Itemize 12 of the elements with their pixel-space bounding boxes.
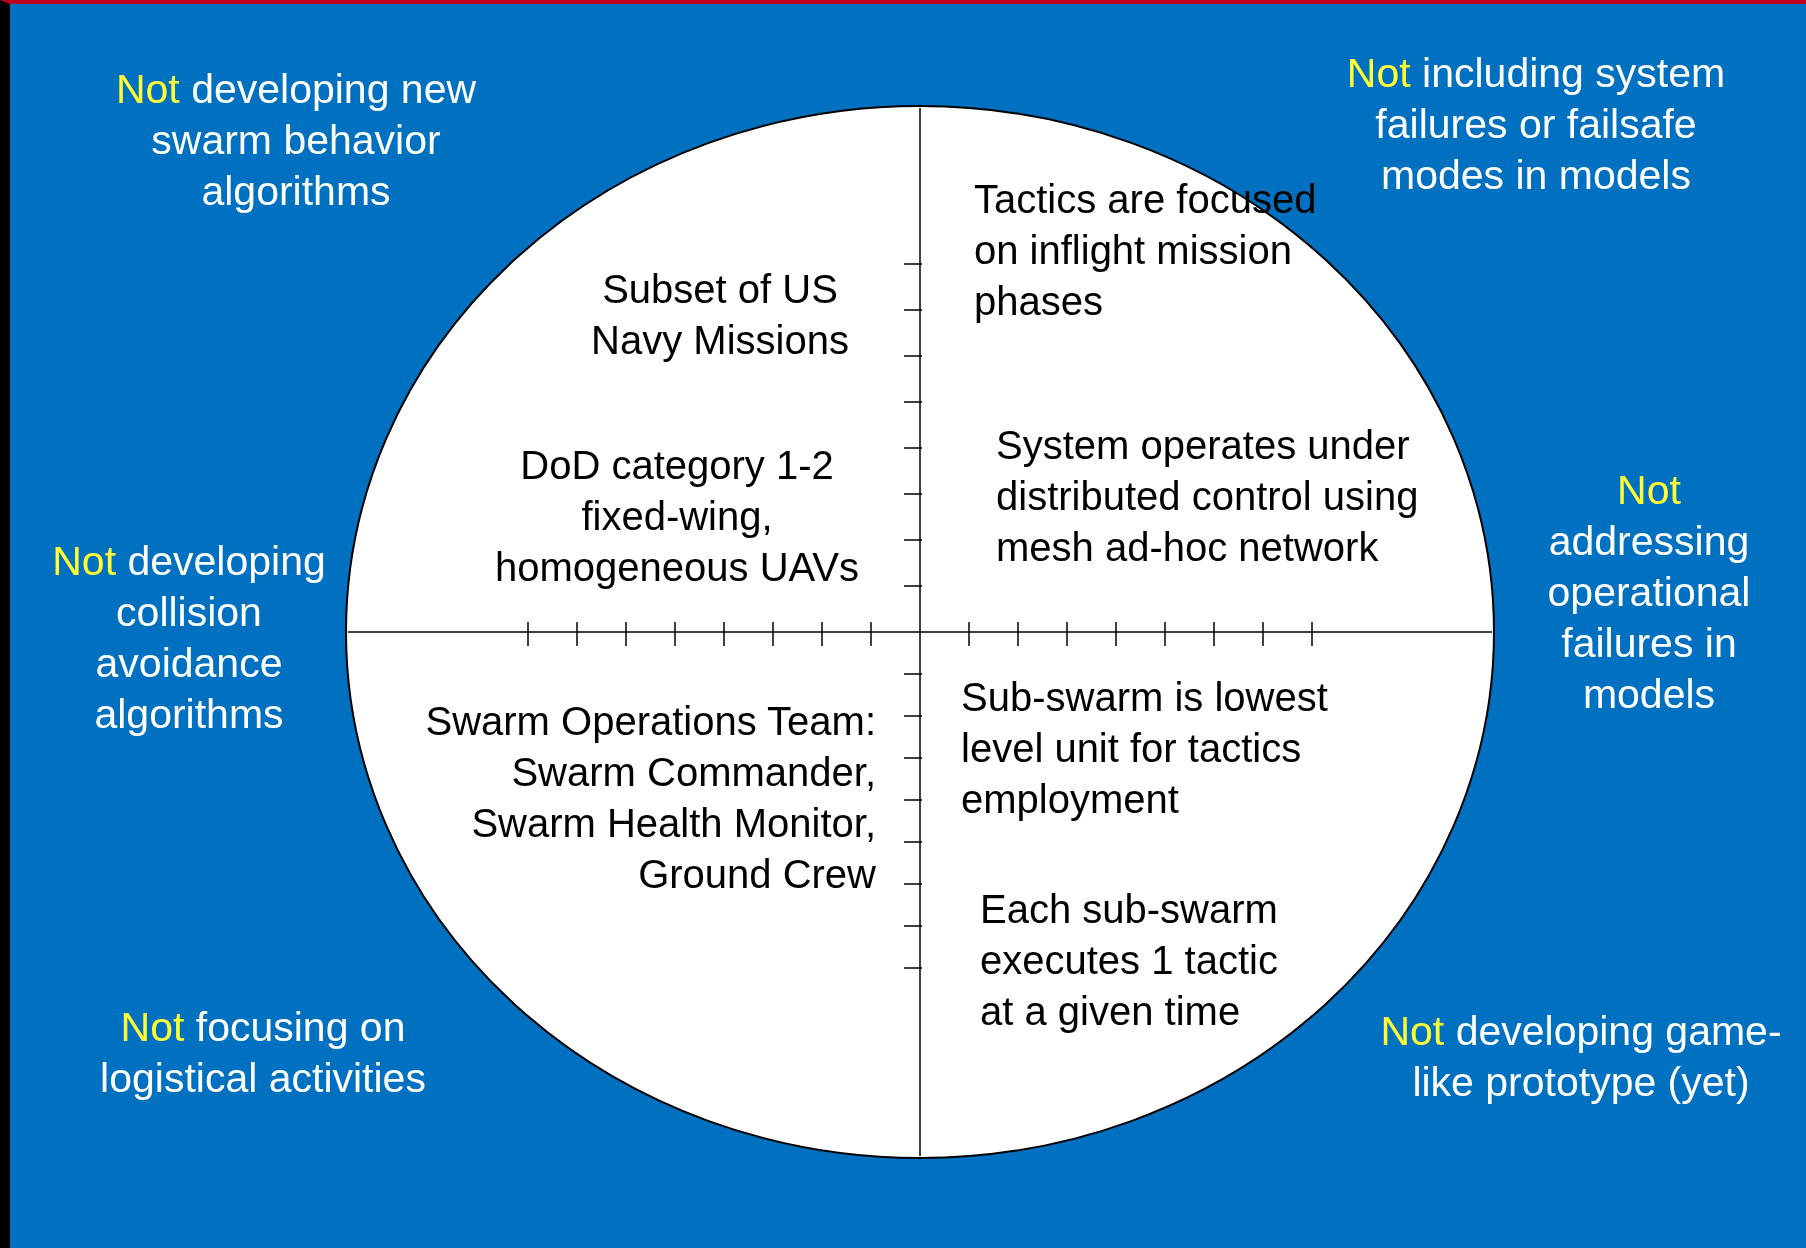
quadrant-text: Each sub-swarm executes 1 tactic at a given time (980, 886, 1279, 1035)
scope-exclusion-note: Not including system failures or failsafe modes in models (1345, 49, 1727, 200)
scope-exclusion-note: Not developing collision avoidance algorithms (51, 537, 327, 739)
quadrant-text: System operates under distributed control using mesh ad-hoc network (996, 422, 1420, 571)
scope-exclusion-note: Not developing game-like prototype (yet) (1379, 1007, 1783, 1107)
quadrant-text: Sub-swarm is lowest level unit for tactics employment (961, 674, 1329, 823)
scope-exclusion-note: Not focusing on logistical activities (99, 1003, 427, 1103)
quadrant-text: Swarm Operations Team: Swarm Commander, Swarm Health Monitor, Ground Crew (424, 698, 876, 898)
scope-exclusion-note: Not addressing operational failures in models (1546, 466, 1752, 719)
scope-exclusion-note: Not developing new swarm behavior algorithms (114, 65, 478, 216)
quadrant-text: Subset of US Navy Missions (590, 266, 850, 364)
quadrant-text: DoD category 1-2 fixed-wing, homogeneous UAVs (494, 442, 860, 591)
